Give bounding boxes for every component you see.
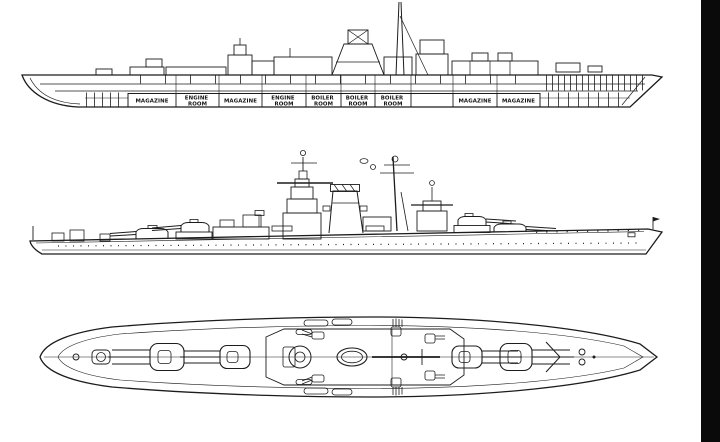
compartment-label: MAGAZINE xyxy=(502,99,535,105)
plan-superstructure xyxy=(265,328,465,386)
mainmast xyxy=(359,155,414,232)
bridge-tower xyxy=(277,149,333,240)
aft-director-tower xyxy=(411,180,453,232)
amidships-deckhouse xyxy=(362,216,392,232)
right-edge-scan-bar xyxy=(701,0,720,442)
compartment-label: BOILER ROOM xyxy=(311,96,336,108)
deck-lines xyxy=(40,83,645,99)
forward-turret-d xyxy=(493,220,557,232)
compartment-label: ENGINE ROOM xyxy=(185,96,210,108)
stern-fittings xyxy=(32,226,111,242)
funnel xyxy=(322,184,368,234)
compartment-band: MAGAZINE ENGINE ROOM MAGAZINE ENGINE ROO… xyxy=(127,75,541,108)
plan-boats xyxy=(295,318,353,396)
aft-turret-b xyxy=(151,219,213,240)
compartment-label: MAGAZINE xyxy=(224,99,257,105)
plan-turret-d xyxy=(499,342,574,372)
mast xyxy=(395,1,429,76)
compartment-label: MAGAZINE xyxy=(135,99,168,105)
inboard-profile-view: MAGAZINE ENGINE ROOM MAGAZINE ENGINE ROO… xyxy=(21,1,664,108)
superstructure-profile xyxy=(95,38,603,76)
funnel-uptake xyxy=(331,29,385,76)
compartment-label: BOILER ROOM xyxy=(381,96,406,108)
compartment-label: MAGAZINE xyxy=(458,99,491,105)
plan-view xyxy=(39,316,659,398)
bow-fittings xyxy=(627,217,660,238)
outboard-profile-view xyxy=(29,149,664,255)
plan-turret-b xyxy=(180,344,251,370)
aft-turret-a xyxy=(109,225,169,239)
aft-superstructure xyxy=(212,210,293,240)
compartment-label: BOILER ROOM xyxy=(346,96,371,108)
plan-aa-mounts xyxy=(301,318,445,396)
hull-profile xyxy=(29,228,664,255)
compartment-label: ENGINE ROOM xyxy=(271,96,296,108)
forward-turret-c xyxy=(453,213,517,233)
bow-plan-fittings xyxy=(545,341,596,373)
